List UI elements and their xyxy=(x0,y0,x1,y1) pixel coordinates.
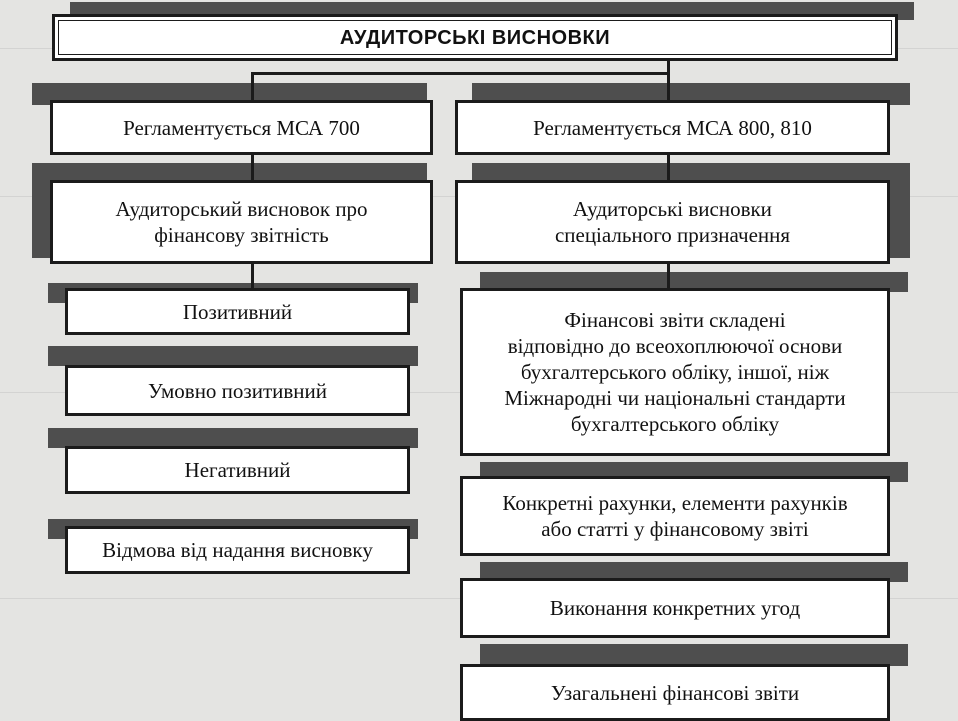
left-type-qualified: Умовно позитивний xyxy=(65,365,410,416)
left-type-label: Позитивний xyxy=(182,299,293,324)
left-type-label: Негативний xyxy=(184,458,291,482)
right-type-4-shadow xyxy=(480,644,908,666)
right-type-3-shadow xyxy=(480,562,908,582)
right-regulation-text: Регламентується МСА 800, 810 xyxy=(533,115,812,140)
right-category-text: Аудиторські висновки спеціального призна… xyxy=(554,197,791,247)
right-type-label: Конкретні рахунки, елементи рахунків або… xyxy=(502,491,848,541)
connector xyxy=(667,153,670,180)
right-type-label: Узагальнені фінансові звіти xyxy=(550,680,800,705)
left-type-disclaimer: Відмова від надання висновку xyxy=(65,526,410,574)
left-type-3-shadow xyxy=(48,428,418,448)
left-category-box: Аудиторський висновок про фінансову звіт… xyxy=(50,180,433,264)
connector xyxy=(667,58,670,74)
right-regulation-shadow xyxy=(472,83,910,105)
right-type-agreements: Виконання конкретних угод xyxy=(460,578,890,638)
connector xyxy=(251,262,254,288)
right-type-label: Виконання конкретних угод xyxy=(549,596,801,620)
right-regulation-box: Регламентується МСА 800, 810 xyxy=(455,100,890,155)
left-type-label: Відмова від надання висновку xyxy=(102,538,373,562)
right-type-1-shadow xyxy=(480,272,908,292)
diagram-title: АУДИТОРСЬКІ ВИСНОВКИ xyxy=(52,14,898,61)
diagram-title-text: АУДИТОРСЬКІ ВИСНОВКИ xyxy=(339,26,611,49)
left-category-text: Аудиторський висновок про фінансову звіт… xyxy=(115,197,368,247)
right-type-accounts: Конкретні рахунки, елементи рахунків або… xyxy=(460,476,890,556)
left-regulation-text: Регламентується МСА 700 xyxy=(123,115,360,140)
connector xyxy=(667,72,670,100)
connector xyxy=(251,72,670,75)
right-type-framework: Фінансові звіти складені відповідно до в… xyxy=(460,288,890,456)
left-type-negative: Негативний xyxy=(65,446,410,494)
right-type-summary: Узагальнені фінансові звіти xyxy=(460,664,890,721)
connector xyxy=(667,262,670,288)
right-category-box: Аудиторські висновки спеціального призна… xyxy=(455,180,890,264)
right-type-label: Фінансові звіти складені відповідно до в… xyxy=(504,308,846,436)
connector xyxy=(251,72,254,100)
left-type-2-shadow xyxy=(48,346,418,366)
left-regulation-shadow xyxy=(32,83,427,105)
left-type-label: Умовно позитивний xyxy=(147,378,328,403)
left-type-positive: Позитивний xyxy=(65,288,410,335)
left-regulation-box: Регламентується МСА 700 xyxy=(50,100,433,155)
connector xyxy=(251,153,254,180)
